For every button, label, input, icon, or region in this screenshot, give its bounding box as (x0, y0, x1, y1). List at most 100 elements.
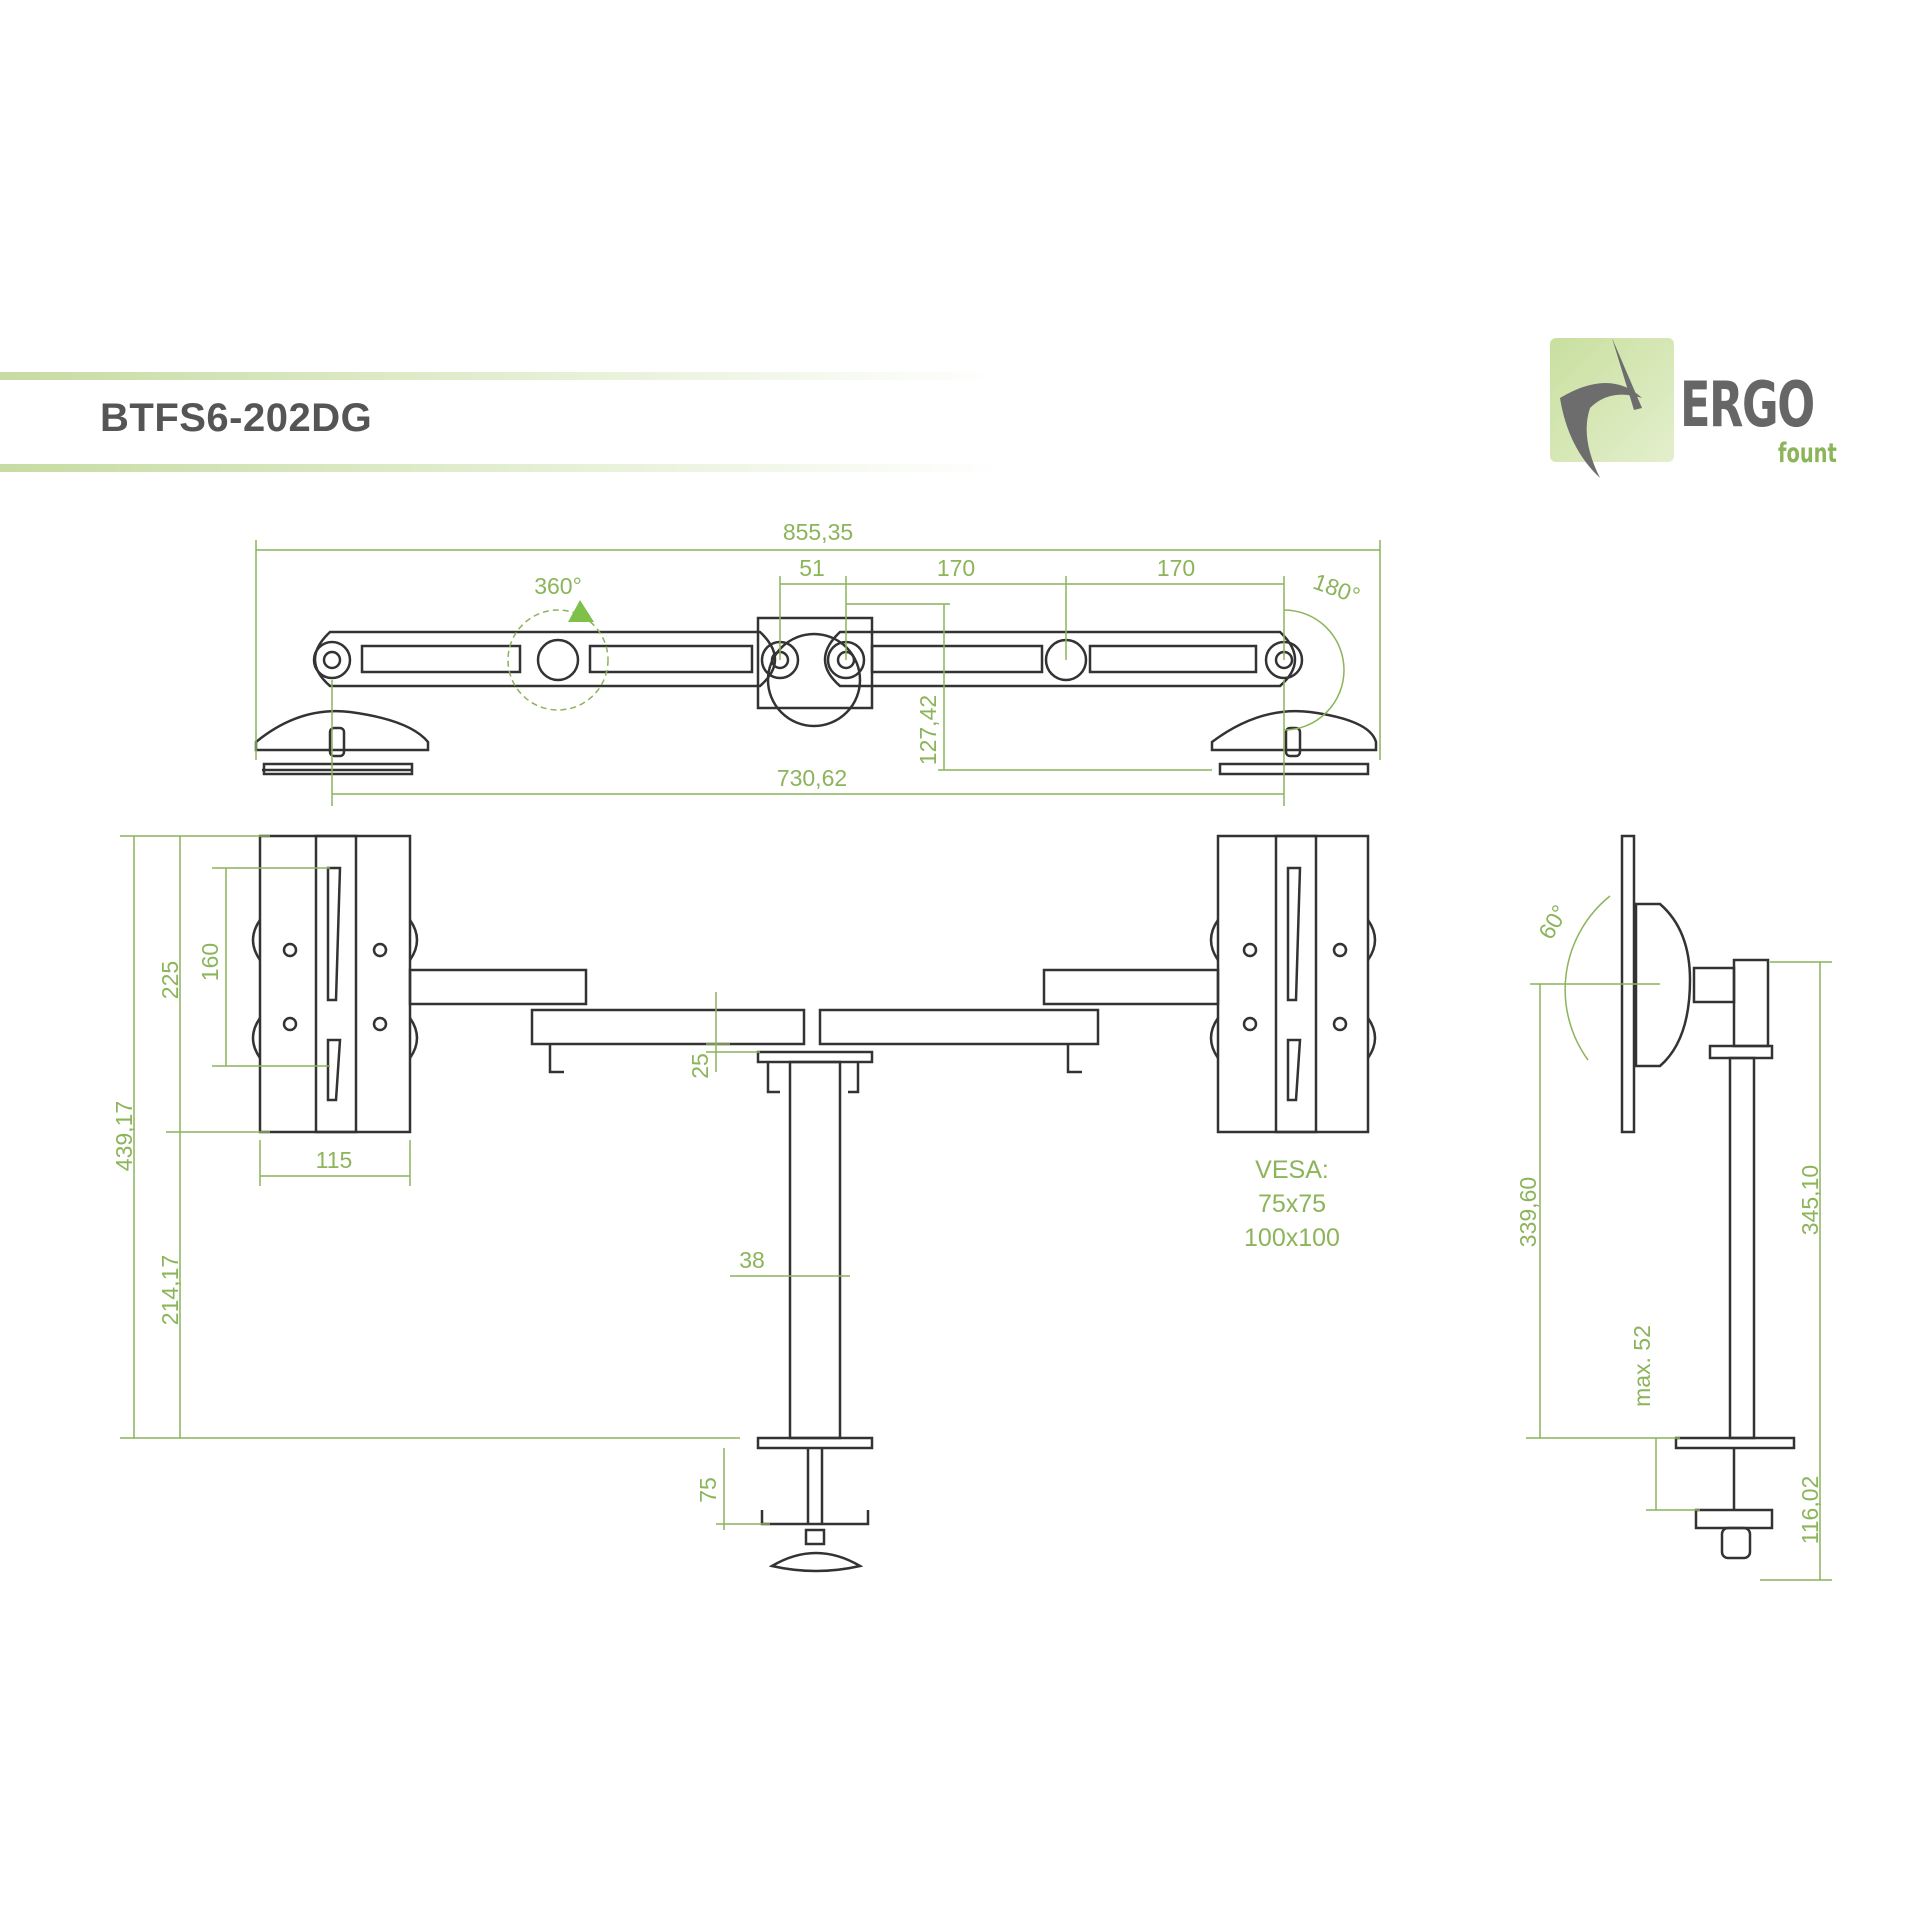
right-head-body (1210, 709, 1378, 752)
left-arm-screw (548, 1044, 564, 1074)
vesa-info: VESA: 75x75 100x100 (1244, 1156, 1340, 1252)
clamp-screw (804, 1528, 826, 1546)
side-view-labels: 60° 339,60 345,10 max. 52 116,02 (1515, 900, 1823, 1544)
left-vesa-hole-2 (372, 942, 388, 958)
label-225: 225 (157, 961, 183, 999)
left-arm-outer (313, 630, 777, 688)
label-116: 116,02 (1797, 1476, 1823, 1545)
label-51: 51 (799, 555, 825, 581)
label-170b: 170 (1157, 555, 1195, 581)
label-214: 214,17 (157, 1255, 183, 1325)
left-vesa-hole-1 (282, 942, 298, 958)
front-view-labels: 439,17 225 214,17 160 115 25 38 75 (111, 943, 765, 1503)
pole-screw-right (848, 1062, 860, 1094)
label-127: 127,42 (915, 695, 941, 765)
right-vesa-hole-1 (1242, 942, 1258, 958)
left-vesa-tab-2 (408, 919, 419, 961)
label-38: 38 (739, 1247, 765, 1273)
right-vesa-plate (1216, 834, 1370, 1134)
label-855: 855,35 (783, 519, 853, 545)
right-vesa-hole-4 (1332, 1016, 1348, 1032)
side-view-dimensions (1526, 895, 1832, 1581)
left-vesa-rail (314, 834, 358, 1134)
right-head-plate-rect (1218, 762, 1370, 776)
label-439: 439,17 (111, 1101, 137, 1171)
left-vesa-tab-3 (251, 1017, 262, 1059)
product-title: BTFS6-202DG (100, 396, 373, 440)
left-vesa-slot (326, 866, 342, 1002)
right-vesa-hole-3 (1242, 1016, 1258, 1032)
right-vesa-tab-4 (1366, 1017, 1377, 1059)
header-band-bottom (0, 464, 1000, 472)
right-vesa-slot-2 (1286, 1038, 1302, 1102)
pivot-left-end-inner (322, 650, 342, 670)
right-vesa-slot (1286, 866, 1302, 1002)
left-arm-slot-1 (360, 644, 522, 674)
logo-icon (1550, 338, 1674, 478)
right-arm-slot-1 (870, 644, 1044, 674)
label-25: 25 (687, 1053, 713, 1079)
left-arm-slot-2 (588, 644, 754, 674)
right-arm-upper (1042, 968, 1220, 1006)
side-clamp-plate (1674, 1436, 1796, 1450)
left-head-body (254, 709, 430, 752)
label-170a: 170 (937, 555, 975, 581)
left-head-plate-rect (262, 762, 414, 776)
right-vesa-tab-3 (1209, 1017, 1220, 1059)
side-clamp-knob (1720, 1526, 1752, 1560)
pivot-left-mid (536, 638, 580, 682)
left-vesa-hole-3 (282, 1016, 298, 1032)
pole-screw-left (766, 1062, 780, 1094)
label-max52: max. 52 (1629, 1325, 1655, 1407)
center-pivot-disc (766, 632, 862, 728)
logo-word: ERGO (1680, 368, 1815, 441)
front-view-dimensions (120, 835, 850, 1530)
pole (788, 1060, 842, 1440)
right-head-knob (1284, 726, 1302, 758)
label-180: 180° (1310, 568, 1364, 609)
left-vesa-slot-2 (326, 1038, 342, 1102)
side-pole (1728, 1056, 1756, 1440)
label-339: 339,60 (1515, 1177, 1541, 1247)
side-tilt-head (1634, 902, 1692, 1068)
left-vesa-tab-4 (408, 1017, 419, 1059)
left-vesa-tab-1 (251, 919, 262, 961)
label-160: 160 (197, 943, 223, 981)
pivot-left-end (312, 640, 352, 680)
left-arm-lower (530, 1008, 806, 1046)
pole-collar (756, 1050, 874, 1064)
left-vesa-hole-4 (372, 1016, 388, 1032)
top-view-dimensions (255, 540, 1381, 806)
front-view (251, 834, 1377, 1573)
vesa-size-1: 75x75 (1258, 1190, 1326, 1218)
left-head-knob (328, 726, 346, 758)
side-arm-block (1732, 958, 1770, 1048)
label-75: 75 (695, 1477, 721, 1503)
ergofount-logo: ERGO fount (1550, 338, 1850, 488)
label-345: 345,10 (1797, 1165, 1823, 1235)
rotation-180-arc (1283, 609, 1345, 731)
right-arm-lower (818, 1008, 1100, 1046)
rotation-360-arc (507, 609, 609, 711)
left-arm-upper (408, 968, 588, 1006)
side-view (1620, 834, 1796, 1560)
desk-clamp-plate (756, 1436, 874, 1450)
vesa-size-2: 100x100 (1244, 1224, 1340, 1252)
vesa-label: VESA: (1255, 1156, 1329, 1184)
clamp-handle (768, 1551, 864, 1573)
right-vesa-tab-2 (1366, 919, 1377, 961)
side-collar (1708, 1044, 1774, 1060)
top-view-labels: 855,35 51 170 170 360° 180° 127,42 730,6… (534, 519, 1363, 791)
right-vesa-hole-2 (1332, 942, 1348, 958)
right-arm-screw (1066, 1044, 1082, 1074)
right-arm-slot-2 (1088, 644, 1258, 674)
side-clamp-jaw (1694, 1508, 1774, 1530)
label-115: 115 (316, 1147, 353, 1173)
label-730: 730,62 (777, 765, 847, 791)
top-view (254, 616, 1378, 776)
clamp-jaw (760, 1510, 870, 1526)
label-360: 360° (534, 573, 582, 599)
label-60: 60° (1533, 900, 1573, 943)
logo-swoosh-icon (1560, 338, 1642, 478)
